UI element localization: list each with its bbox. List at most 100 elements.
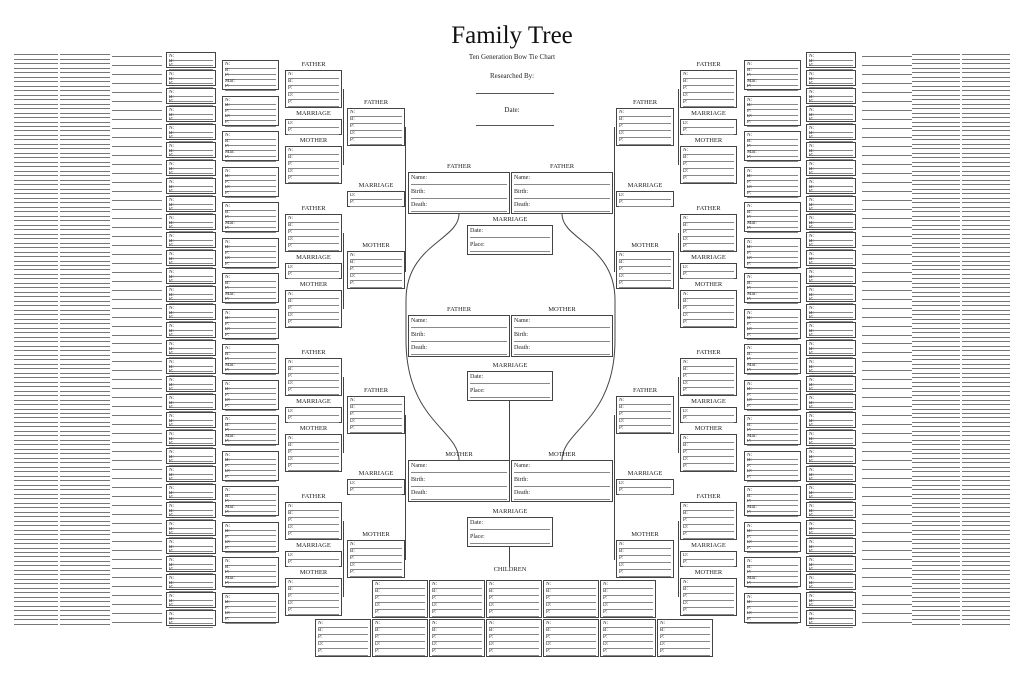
field-b[interactable]: B: (225, 600, 276, 608)
left-gen-entry-line[interactable] (14, 399, 58, 401)
left-gen-entry-line[interactable] (60, 67, 110, 69)
left-gen-entry-line[interactable] (14, 72, 58, 74)
right-gen-entry-line[interactable] (962, 368, 1010, 370)
left-gen-entry-line[interactable] (14, 363, 58, 365)
left-gen-entry-line[interactable] (60, 108, 110, 110)
left-gen-entry-line[interactable] (14, 273, 58, 275)
field-b[interactable]: B: (809, 365, 853, 372)
field-b[interactable]: B: (619, 117, 671, 124)
field-p[interactable]: P: (350, 426, 402, 433)
right-gen-entry-line[interactable] (962, 578, 1010, 580)
right-gen-entry-line[interactable] (962, 184, 1010, 186)
right-gen-entry-line[interactable] (862, 191, 912, 193)
field-p[interactable]: P: (683, 532, 734, 539)
field-n[interactable]: N: (288, 360, 339, 367)
right-gen-entry-line[interactable] (912, 359, 960, 361)
left-gen-entry-line[interactable] (14, 112, 58, 114)
right-gen-entry-line[interactable] (912, 354, 960, 356)
right-gen-entry-line[interactable] (912, 211, 960, 213)
right-gen-entry-line[interactable] (962, 574, 1010, 576)
field-n[interactable]: N: (809, 108, 853, 115)
right-gen-entry-line[interactable] (912, 569, 960, 571)
left-gen-entry-line[interactable] (112, 469, 162, 471)
right-gen-entry-line[interactable] (962, 170, 1010, 172)
left-gen-entry-line[interactable] (60, 134, 110, 136)
right-gen-entry-line[interactable] (962, 273, 1010, 275)
field-p[interactable]: P: (375, 610, 425, 617)
field-n[interactable]: N: (169, 72, 213, 79)
left-gen-entry-line[interactable] (14, 614, 58, 616)
field-birth[interactable]: Birth: (514, 476, 610, 487)
field-p[interactable]: P: (318, 635, 368, 642)
field-b[interactable]: B: (747, 210, 798, 217)
right-gen-entry-line[interactable] (912, 125, 960, 127)
left-gen-entry-line[interactable] (60, 552, 110, 553)
left-gen-entry-line[interactable] (14, 139, 58, 141)
right-gen-entry-line[interactable] (862, 262, 912, 264)
left-gen-entry-line[interactable] (60, 426, 110, 428)
field-d[interactable]: D: (747, 327, 798, 335)
left-gen-entry-line[interactable] (60, 534, 110, 536)
right-gen-entry-line[interactable] (962, 448, 1010, 450)
left-gen-entry-line[interactable] (112, 325, 162, 327)
field-p[interactable]: P: (747, 499, 798, 507)
right-gen-entry-line[interactable] (862, 406, 912, 408)
field-n[interactable]: N: (169, 558, 213, 565)
left-gen-entry-line[interactable] (14, 193, 58, 195)
field-n[interactable]: N: (169, 288, 213, 295)
left-gen-entry-line[interactable] (60, 148, 110, 150)
field-p[interactable]: P: (375, 596, 425, 603)
left-gen-entry-line[interactable] (112, 504, 162, 506)
left-gen-entry-line[interactable] (14, 58, 58, 60)
field-p[interactable]: P: (747, 393, 798, 400)
left-gen-entry-line[interactable] (14, 202, 58, 204)
left-gen-entry-line[interactable] (60, 475, 110, 477)
left-gen-entry-line[interactable] (60, 256, 110, 258)
right-gen-entry-line[interactable] (912, 345, 960, 347)
field-n[interactable]: N: (225, 240, 276, 247)
field-p[interactable]: P: (747, 120, 798, 127)
left-gen-entry-line[interactable] (14, 439, 58, 441)
left-gen-entry-line[interactable] (14, 444, 58, 446)
left-gen-entry-line[interactable] (60, 72, 110, 74)
field-p[interactable]: P: (619, 426, 671, 433)
field-p[interactable]: P: (169, 405, 213, 413)
field-d[interactable]: D: (288, 553, 339, 560)
left-gen-entry-line[interactable] (14, 134, 58, 136)
field-p[interactable]: P: (169, 351, 213, 359)
field-mar[interactable]: Mar: (225, 434, 276, 441)
left-gen-entry-line[interactable] (60, 583, 110, 585)
field-p[interactable]: P: (288, 230, 339, 237)
field-p[interactable]: P: (603, 596, 653, 603)
field-n[interactable]: N: (809, 540, 853, 547)
field-p[interactable]: P: (619, 281, 671, 288)
field-b[interactable]: B: (546, 628, 596, 635)
field-b[interactable]: B: (747, 600, 798, 608)
field-d[interactable]: D: (619, 419, 671, 426)
left-gen-entry-line[interactable] (60, 273, 110, 275)
field-n[interactable]: N: (432, 582, 482, 589)
field-b[interactable]: B: (169, 509, 213, 516)
field-b[interactable]: B: (546, 589, 596, 596)
left-gen-entry-line[interactable] (60, 484, 110, 486)
right-gen-entry-line[interactable] (912, 623, 960, 625)
right-gen-entry-line[interactable] (962, 623, 1010, 625)
left-gen-entry-line[interactable] (60, 305, 110, 307)
field-n[interactable]: N: (288, 216, 339, 223)
left-gen-entry-line[interactable] (112, 495, 162, 497)
right-gen-entry-line[interactable] (962, 386, 1010, 388)
left-gen-entry-line[interactable] (14, 291, 58, 293)
field-n[interactable]: N: (809, 288, 853, 295)
field-p[interactable]: P: (683, 464, 734, 471)
right-gen-entry-line[interactable] (912, 121, 960, 123)
left-gen-entry-line[interactable] (14, 390, 58, 392)
field-n[interactable]: N: (809, 378, 853, 385)
field-p[interactable]: P: (660, 649, 710, 656)
right-gen-entry-line[interactable] (962, 345, 1010, 347)
field-d[interactable]: D: (350, 419, 402, 426)
field-name[interactable]: Name: (514, 174, 610, 185)
right-gen-entry-line[interactable] (962, 179, 1010, 181)
left-gen-entry-line[interactable] (60, 399, 110, 401)
right-gen-entry-line[interactable] (912, 565, 960, 567)
field-b[interactable]: B: (747, 281, 798, 288)
